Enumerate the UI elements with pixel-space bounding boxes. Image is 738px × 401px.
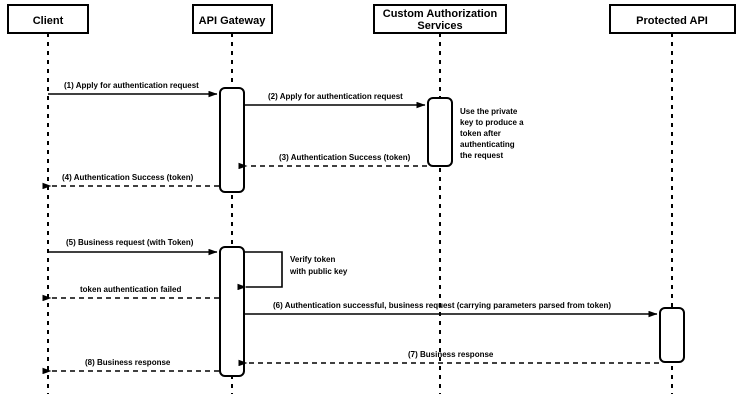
message-5-business-request-with-token[interactable]: (5) Business request (with Token): [48, 238, 218, 256]
activation-bar-protected-api: [659, 307, 685, 363]
message-2-apply-for-authentication-request[interactable]: (2) Apply for authentication request: [244, 92, 426, 109]
lifeline-label-api-gateway: API Gateway: [199, 15, 267, 27]
activation-bar-gateway-business: [219, 246, 245, 377]
message-8-business-response[interactable]: (8) Business response: [42, 358, 219, 375]
note-line-5: the request: [460, 151, 503, 160]
message-token-authentication-failed[interactable]: token authentication failed: [42, 285, 219, 302]
note-line-4: authenticating: [460, 140, 515, 149]
lifeline-header-protected-api[interactable]: Protected API: [609, 4, 736, 34]
message-3-authentication-success-token[interactable]: (3) Authentication Success (token): [238, 153, 427, 170]
note-line-2: key to produce a: [460, 118, 524, 127]
message-4-authentication-success-token[interactable]: (4) Authentication Success (token): [42, 173, 219, 190]
message-7-business-response[interactable]: (7) Business response: [238, 350, 659, 367]
activation-bar-gateway-auth: [219, 87, 245, 193]
lifeline-label-client: Client: [33, 15, 64, 27]
self-message-label-line2: with public key: [289, 267, 348, 276]
message-label-4: (4) Authentication Success (token): [62, 173, 194, 182]
lifeline-header-custom-authorization-services[interactable]: Custom Authorization Services: [373, 4, 507, 34]
lifeline-header-api-gateway[interactable]: API Gateway: [192, 4, 273, 34]
lifeline-box: [373, 4, 507, 34]
message-6-authentication-successful-business-request[interactable]: (6) Authentication successful, business …: [244, 301, 658, 318]
note-line-3: token after: [460, 129, 501, 138]
note-line-1: Use the private: [460, 107, 518, 116]
message-label-8: (8) Business response: [85, 358, 171, 367]
lifeline-box: [609, 4, 736, 34]
message-label-token-auth-failed: token authentication failed: [80, 285, 181, 294]
self-message-verify-token[interactable]: Verify token with public key: [237, 251, 348, 291]
self-message-label-line1: Verify token: [290, 255, 335, 264]
message-label-2: (2) Apply for authentication request: [268, 92, 403, 101]
lifeline-label-custom-authorization-services-line2: Services: [417, 20, 462, 32]
self-message-arrow: [237, 251, 283, 291]
lifeline-label-protected-api: Protected API: [636, 15, 708, 27]
message-label-6: (6) Authentication successful, business …: [273, 301, 611, 310]
lifeline-label-custom-authorization-services-line1: Custom Authorization: [383, 8, 498, 20]
message-label-7: (7) Business response: [408, 350, 494, 359]
activation-bar-authsvc: [427, 97, 453, 167]
lifeline-box: [7, 4, 89, 34]
note-private-key: Use the private key to produce a token a…: [460, 107, 524, 160]
message-label-5: (5) Business request (with Token): [66, 238, 194, 247]
message-label-3: (3) Authentication Success (token): [279, 153, 411, 162]
message-label-1: (1) Apply for authentication request: [64, 81, 199, 90]
lifeline-header-client[interactable]: Client: [7, 4, 89, 34]
message-1-apply-for-authentication-request[interactable]: (1) Apply for authentication request: [48, 81, 218, 98]
lifeline-box: [192, 4, 273, 34]
